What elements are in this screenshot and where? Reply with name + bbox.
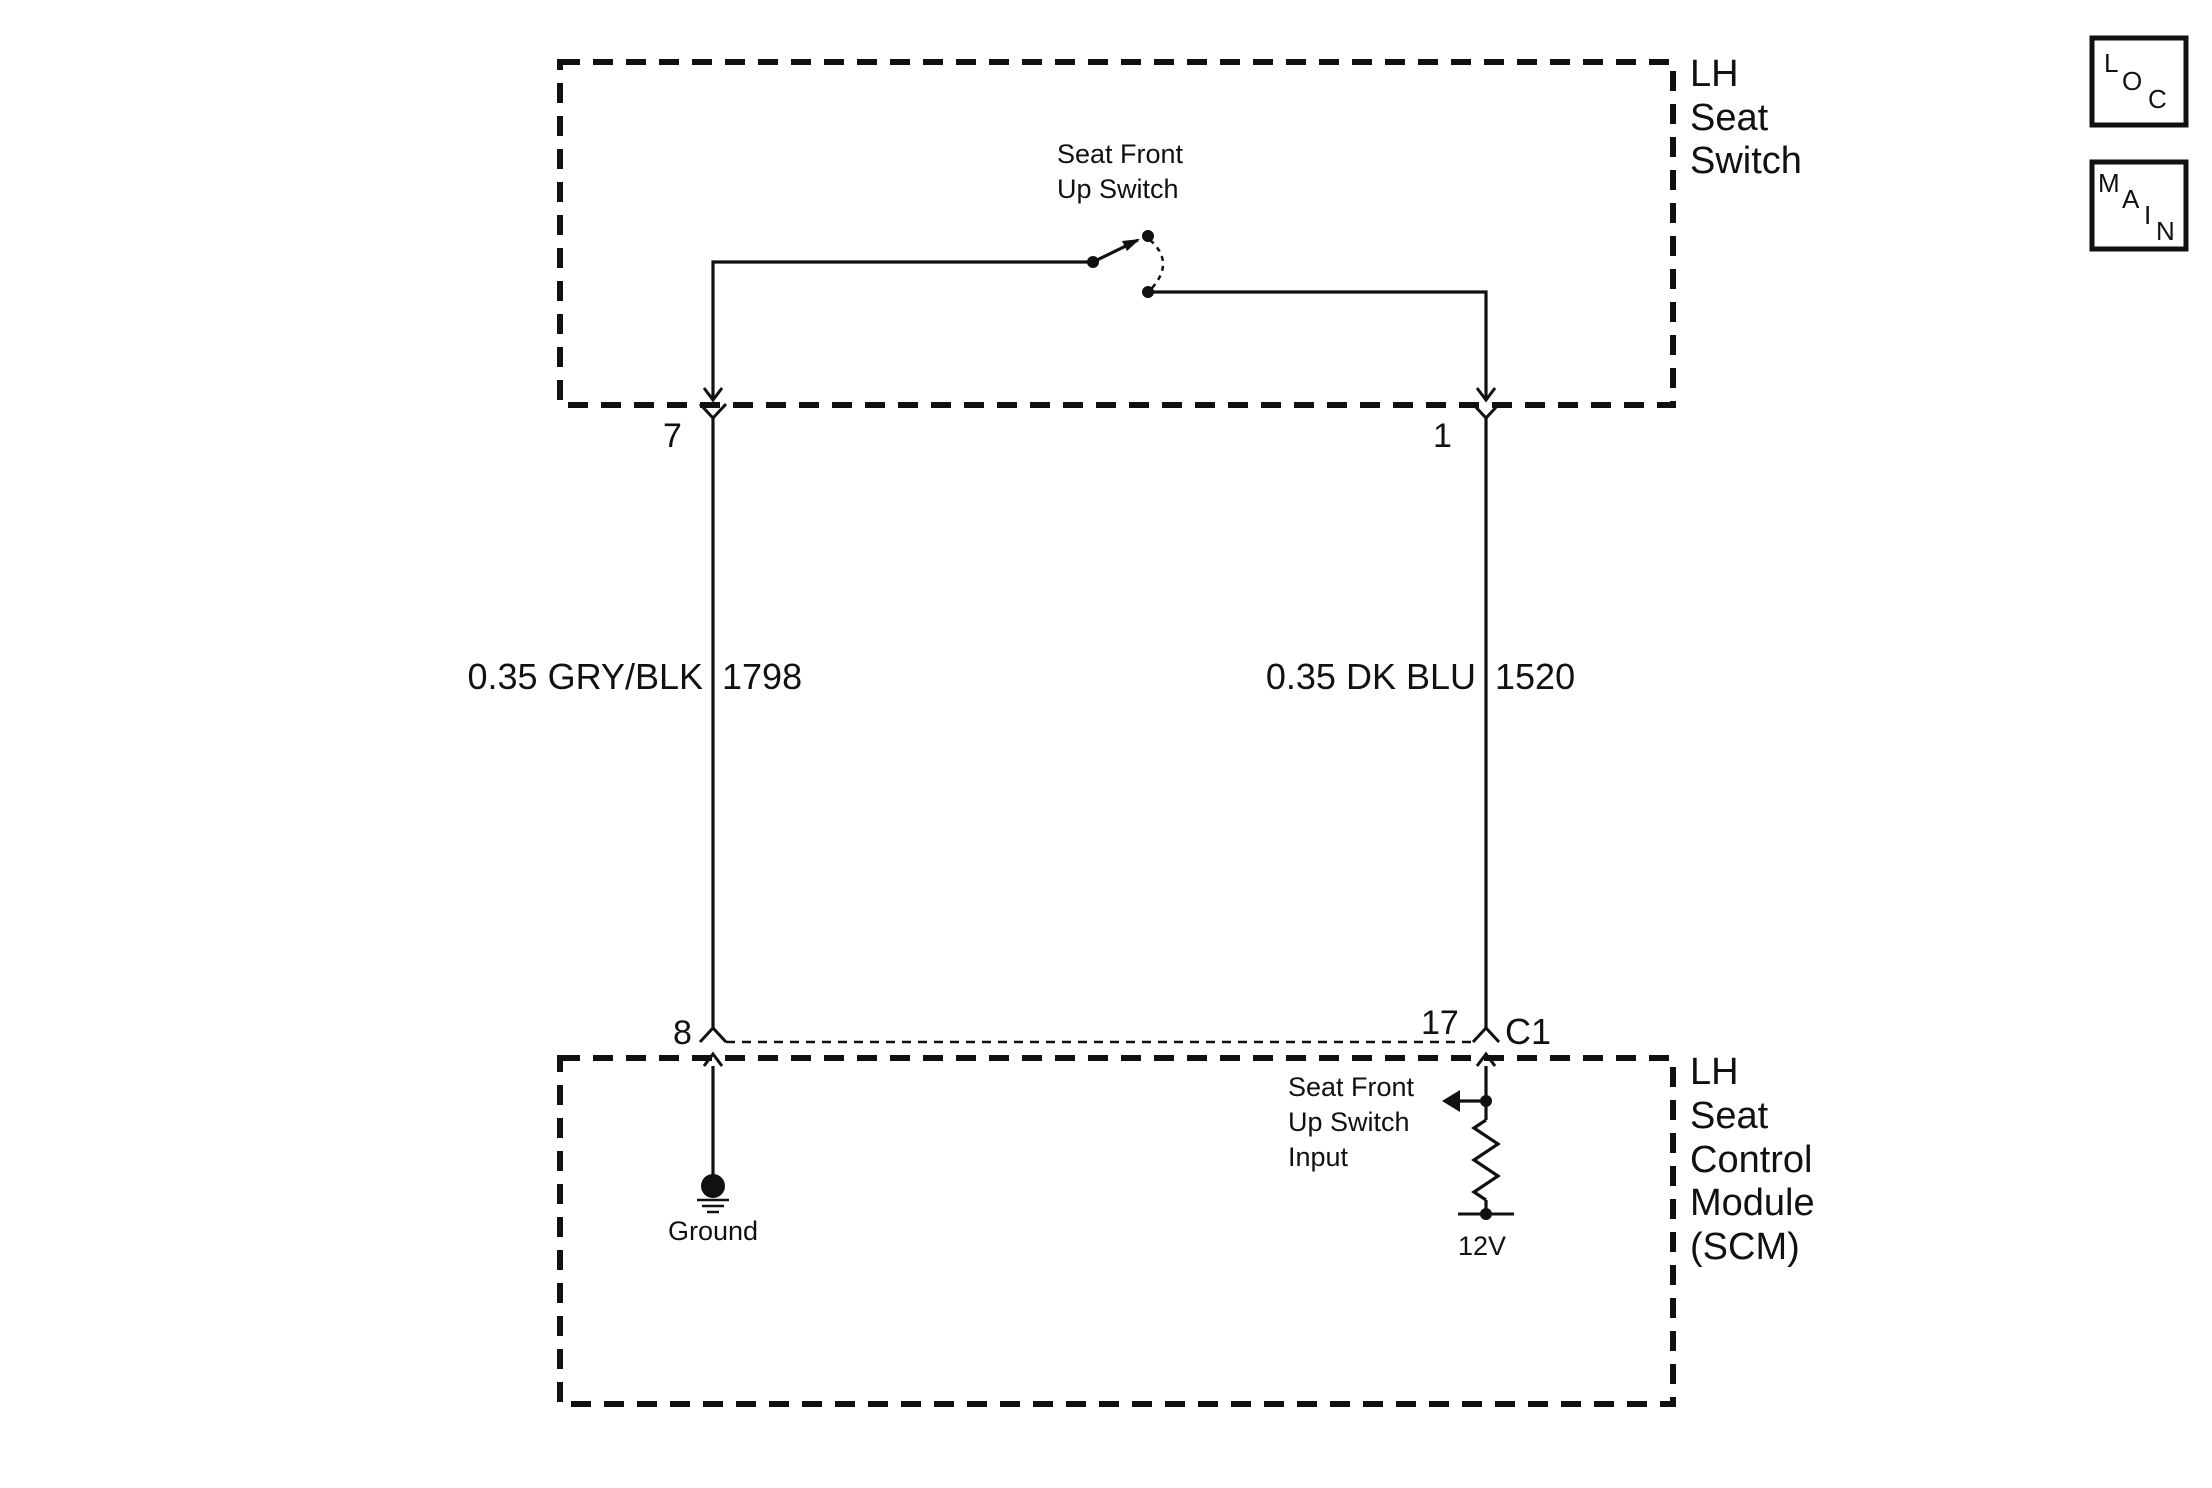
module-pin-8-label: 8 (673, 1014, 692, 1052)
wire-1798-circuit: 1798 (722, 656, 802, 697)
wire-1520-gauge-color: 0.35 DK BLU (1266, 656, 1476, 697)
module-connector-pin-8 (698, 1025, 728, 1067)
module-connector-pin-17 (1471, 1025, 1501, 1067)
main-letter-a: A (2122, 184, 2140, 214)
loc-letter-o: O (2122, 66, 2142, 96)
switch-assembly-name-line3: Switch (1690, 140, 1802, 182)
main-letter-n: N (2156, 216, 2175, 246)
ground-symbol (697, 1066, 729, 1214)
input-label-line3: Input (1288, 1142, 1349, 1172)
control-module-name-line5: (SCM) (1690, 1226, 1800, 1268)
module-pin-17-label: 17 (1421, 1004, 1459, 1042)
supply-voltage-label: 12V (1458, 1231, 1506, 1261)
control-module-name-line2: Seat (1690, 1095, 1769, 1137)
loc-letter-c: C (2148, 84, 2167, 114)
input-label-line2: Up Switch (1288, 1107, 1410, 1137)
input-label-line1: Seat Front (1288, 1072, 1415, 1102)
ground-label: Ground (668, 1216, 758, 1246)
switch-assembly-name-line1: LH (1690, 53, 1739, 95)
module-connector-label: C1 (1505, 1011, 1551, 1052)
switch-assembly-boundary (557, 59, 1676, 408)
control-module-boundary (557, 1055, 1676, 1407)
control-module-name-line1: LH (1690, 1051, 1739, 1093)
switch-assembly-name-line2: Seat (1690, 97, 1769, 139)
loc-letter-l: L (2104, 48, 2118, 78)
switch-pin-7-label: 7 (663, 417, 682, 455)
switch-label-line2: Up Switch (1057, 174, 1179, 204)
switch-label-line1: Seat Front (1057, 139, 1184, 169)
main-letter-m: M (2098, 168, 2120, 198)
main-letter-i: I (2144, 200, 2151, 230)
main-button[interactable]: M A I N (2089, 159, 2189, 252)
seat-front-up-switch (711, 230, 1488, 398)
wire-1798-gauge-color: 0.35 GRY/BLK (468, 656, 703, 697)
pull-up-resistor (1458, 1066, 1514, 1220)
input-arrow (1442, 1090, 1486, 1112)
wire-1520-circuit: 1520 (1495, 656, 1575, 697)
loc-button[interactable]: L O C (2089, 35, 2189, 128)
switch-pin-1-label: 1 (1433, 417, 1452, 455)
control-module-name-line3: Control (1690, 1139, 1813, 1181)
control-module-name-line4: Module (1690, 1182, 1815, 1224)
